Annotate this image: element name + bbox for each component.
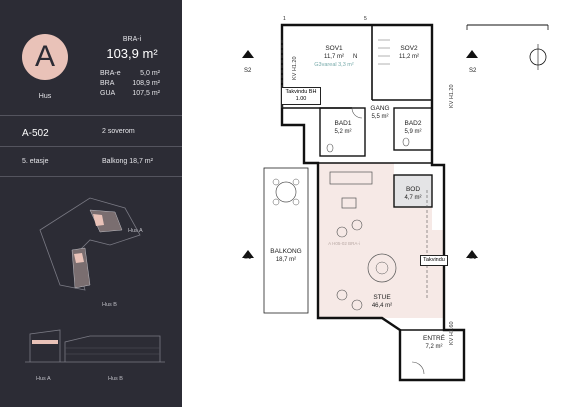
room-gang: GANG 5,5 m² [370,105,390,120]
faint-area-note: A H05-02 BRA-i [328,241,360,246]
unit-letter-badge: A [22,34,68,80]
site-label-hus-a: Hus A [128,228,143,234]
balcony-info: Balkong 18,7 m² [102,158,153,165]
site-plan-map [39,197,141,291]
section-mark-s1-left: S1 [244,255,252,261]
scale-label-end: 5 [364,16,367,22]
section-label-hus-a: Hus A [36,376,51,382]
room-sov2: SOV2 11,2 m² [399,45,419,60]
takvindu-tag: Takvindu [420,255,448,266]
height-mark-kv-3: KV H1.60 [449,321,455,345]
building-label: Hus [38,93,52,100]
bra-i-value: 103,9 m² [106,46,158,61]
bra-i-label: BRA-i [122,36,142,43]
room-stue: STUE 46,4 m² [371,294,393,309]
section-label-hus-b: Hus B [108,376,123,382]
divider [0,115,182,116]
section-mark-s2-right: S2 [469,68,477,74]
section-diagram [25,329,165,363]
floor-plan-drawing [242,23,549,382]
divider [0,146,182,147]
height-mark-kv-2: KV H1.20 [449,84,455,108]
unit-id: A-502 [22,128,49,139]
room-entre: ENTRÉ 7,2 m² [422,335,446,350]
room-bad2: BAD2 5,9 m² [404,120,422,135]
compass-north-label: N [353,54,358,60]
room-bad1: BAD1 5,2 m² [334,120,352,135]
takvindu-bh-tag: Takvindu BH 1.00 [281,87,321,105]
site-label-hus-b: Hus B [102,302,117,308]
scale-label-start: 1 [283,16,286,22]
floor-plan: SOV1 11,7 m² G3vareal 3,3 m² SOV2 11,2 m… [182,0,575,407]
divider [0,176,182,177]
height-mark-kv-1: KV H1.20 [292,56,298,80]
room-bod: BOD 4,7 m² [404,186,422,201]
bedroom-count: 2 soverom [102,128,135,135]
room-balkong: BALKONG 18,7 m² [270,248,302,263]
section-mark-s1-right: S1 [469,255,477,261]
floor-level: 5. etasje [22,158,49,165]
section-mark-s2-left: S2 [244,68,252,74]
room-sov1: SOV1 11,7 m² G3vareal 3,3 m² [314,45,354,68]
